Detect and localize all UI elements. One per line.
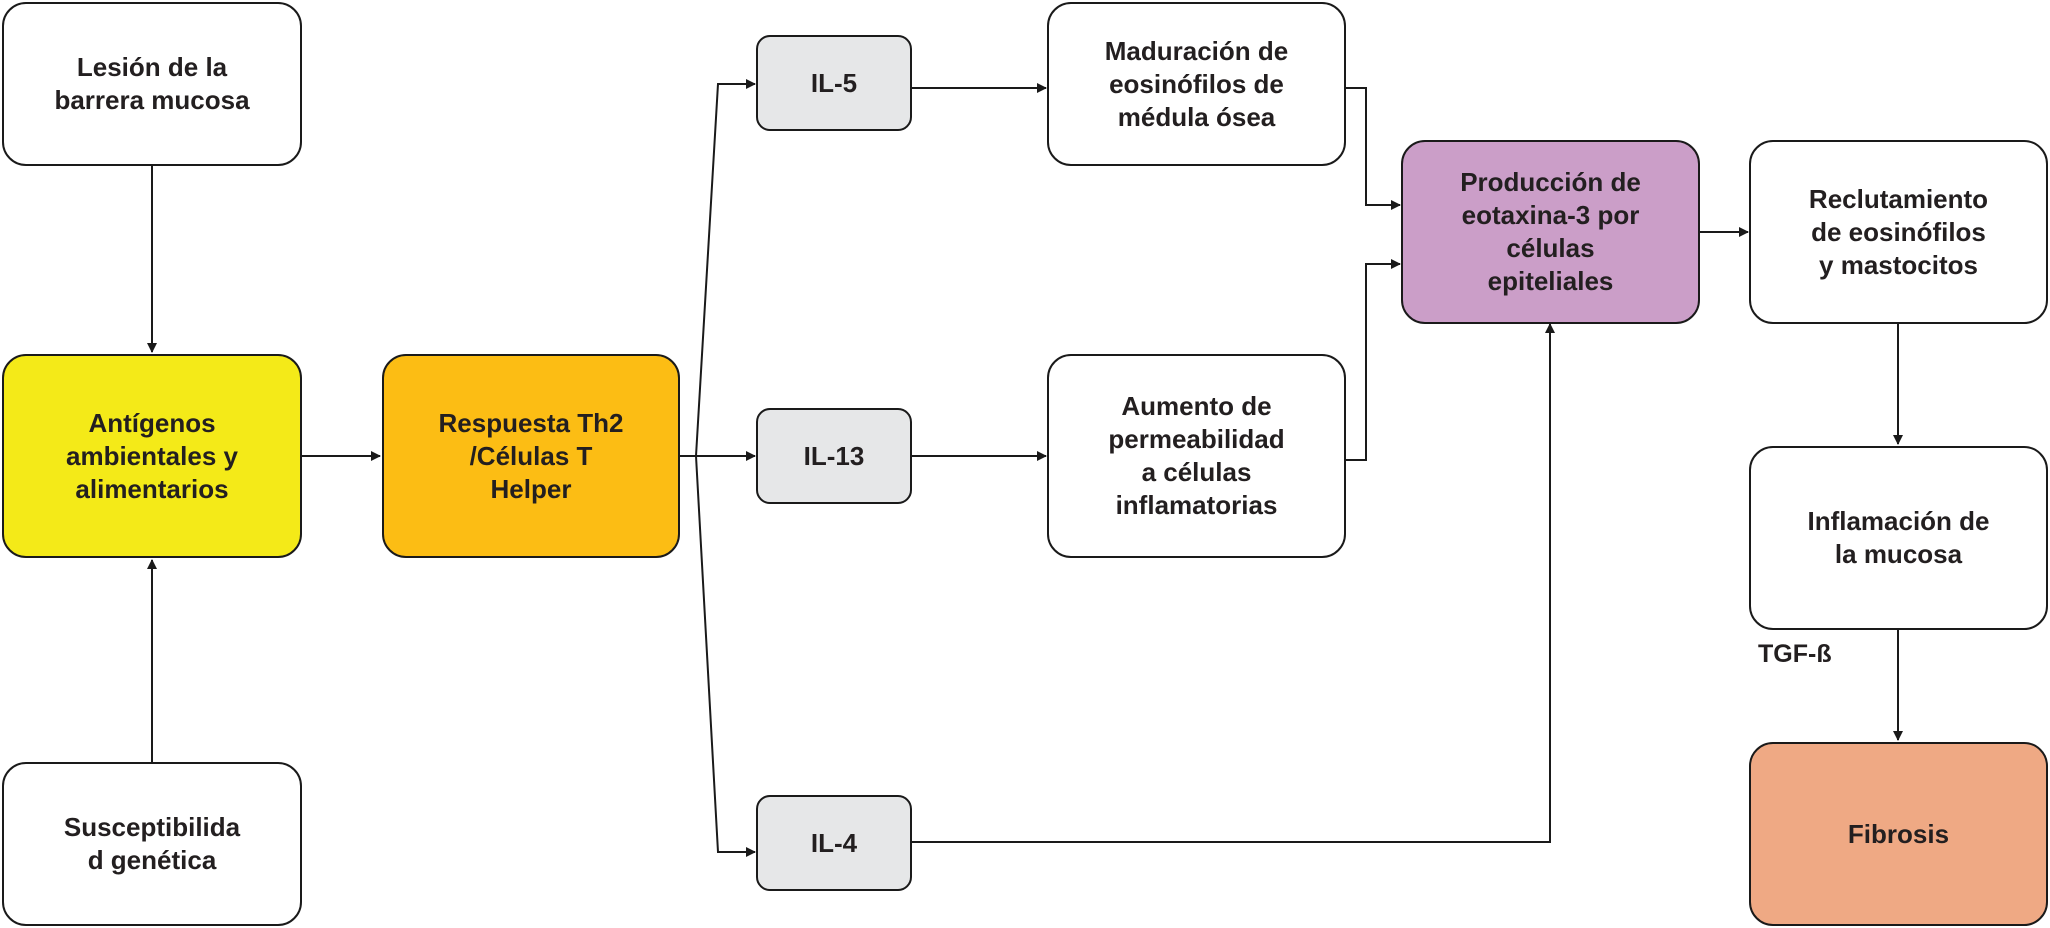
- node-il-4: IL-4: [756, 795, 912, 891]
- label-tgf-beta: TGF-ß: [1758, 640, 1832, 668]
- node-il-13: IL-13: [756, 408, 912, 504]
- node-susceptibilidad-genetica: Susceptibilida d genética: [2, 762, 302, 926]
- arrow-aumento-to-eotaxina: [1346, 259, 1401, 461]
- node-inflamacion-mucosa: Inflamación de la mucosa: [1749, 446, 2048, 630]
- arrow-maduracion-to-eotaxina: [1346, 87, 1401, 210]
- arrow-th2-to-il4: [695, 455, 756, 857]
- node-reclutamiento-eosinofilos: Reclutamiento de eosinófilos y mastocito…: [1749, 140, 2048, 324]
- node-lesion-barrera-mucosa: Lesión de la barrera mucosa: [2, 2, 302, 166]
- node-il-5: IL-5: [756, 35, 912, 131]
- node-produccion-eotaxina: Producción de eotaxina-3 por células epi…: [1401, 140, 1700, 324]
- node-fibrosis: Fibrosis: [1749, 742, 2048, 926]
- arrow-il4-to-eotaxina: [912, 323, 1555, 843]
- node-aumento-permeabilidad: Aumento de permeabilidad a células infla…: [1047, 354, 1346, 558]
- node-maduracion-eosinofilos: Maduración de eosinófilos de médula ósea: [1047, 2, 1346, 166]
- arrow-th2-to-il5: [680, 79, 756, 457]
- node-antigenos-ambientales: Antígenos ambientales y alimentarios: [2, 354, 302, 558]
- node-respuesta-th2: Respuesta Th2 /Células T Helper: [382, 354, 680, 558]
